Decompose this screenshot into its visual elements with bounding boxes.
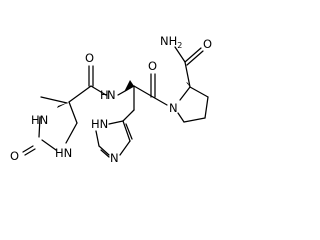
bond: [68, 101, 78, 124]
bond: [133, 85, 154, 98]
bond: [40, 96, 68, 104]
bond: [189, 86, 209, 98]
atom-label-amide-n: N: [107, 88, 116, 102]
bond: [183, 117, 206, 123]
bond: [122, 109, 135, 122]
molecule-diagram: O HN HN O N H O N HN N O NH2: [10, 34, 212, 165]
bond: [186, 50, 204, 66]
bond: [179, 86, 191, 101]
bond: [108, 120, 124, 125]
bond: [98, 145, 110, 156]
bond: [119, 140, 131, 156]
bond: [184, 61, 191, 88]
bond: [122, 120, 131, 142]
bond: [152, 96, 168, 106]
atom-label-nh2-main: NH: [160, 34, 177, 48]
atom-label-ring-hn-lower: HN: [55, 146, 72, 160]
atom-labels: O HN HN O N H O N HN N O NH2: [10, 34, 212, 165]
wedge-bond: [186, 82, 190, 87]
bond: [125, 123, 133, 140]
atom-label-imid-hn: HN: [91, 117, 108, 131]
bond: [177, 112, 185, 123]
bond: [38, 116, 41, 138]
bond: [100, 149, 110, 158]
bond: [68, 85, 92, 103]
bond: [65, 122, 78, 144]
bond: [22, 145, 34, 153]
wedge-bond: [57, 102, 69, 108]
atom-label-pro-nh2-o: O: [203, 37, 212, 51]
bond: [24, 148, 36, 156]
atom-label-nh2-sub: 2: [177, 41, 182, 50]
atom-label-amide-h: H: [100, 88, 109, 102]
atom-label-ring-o: O: [10, 149, 19, 163]
atom-label-nh2: NH2: [160, 34, 182, 50]
atom-label-ring-hn: HN: [31, 113, 48, 127]
bonds: [22, 46, 209, 158]
bond: [95, 130, 100, 147]
structure-svg: O HN HN O N H O N HN N O NH2: [10, 34, 212, 165]
atom-label-amide-o: O: [85, 51, 94, 65]
bond: [204, 96, 209, 119]
atom-label-imid-n: N: [110, 151, 119, 165]
bond: [184, 47, 202, 63]
bond: [174, 46, 186, 63]
bond: [90, 85, 107, 96]
wedge-bond: [124, 80, 134, 92]
atom-label-pro-amide-o: O: [148, 59, 157, 73]
bond: [41, 139, 57, 151]
atom-label-pro-n: N: [169, 101, 178, 115]
